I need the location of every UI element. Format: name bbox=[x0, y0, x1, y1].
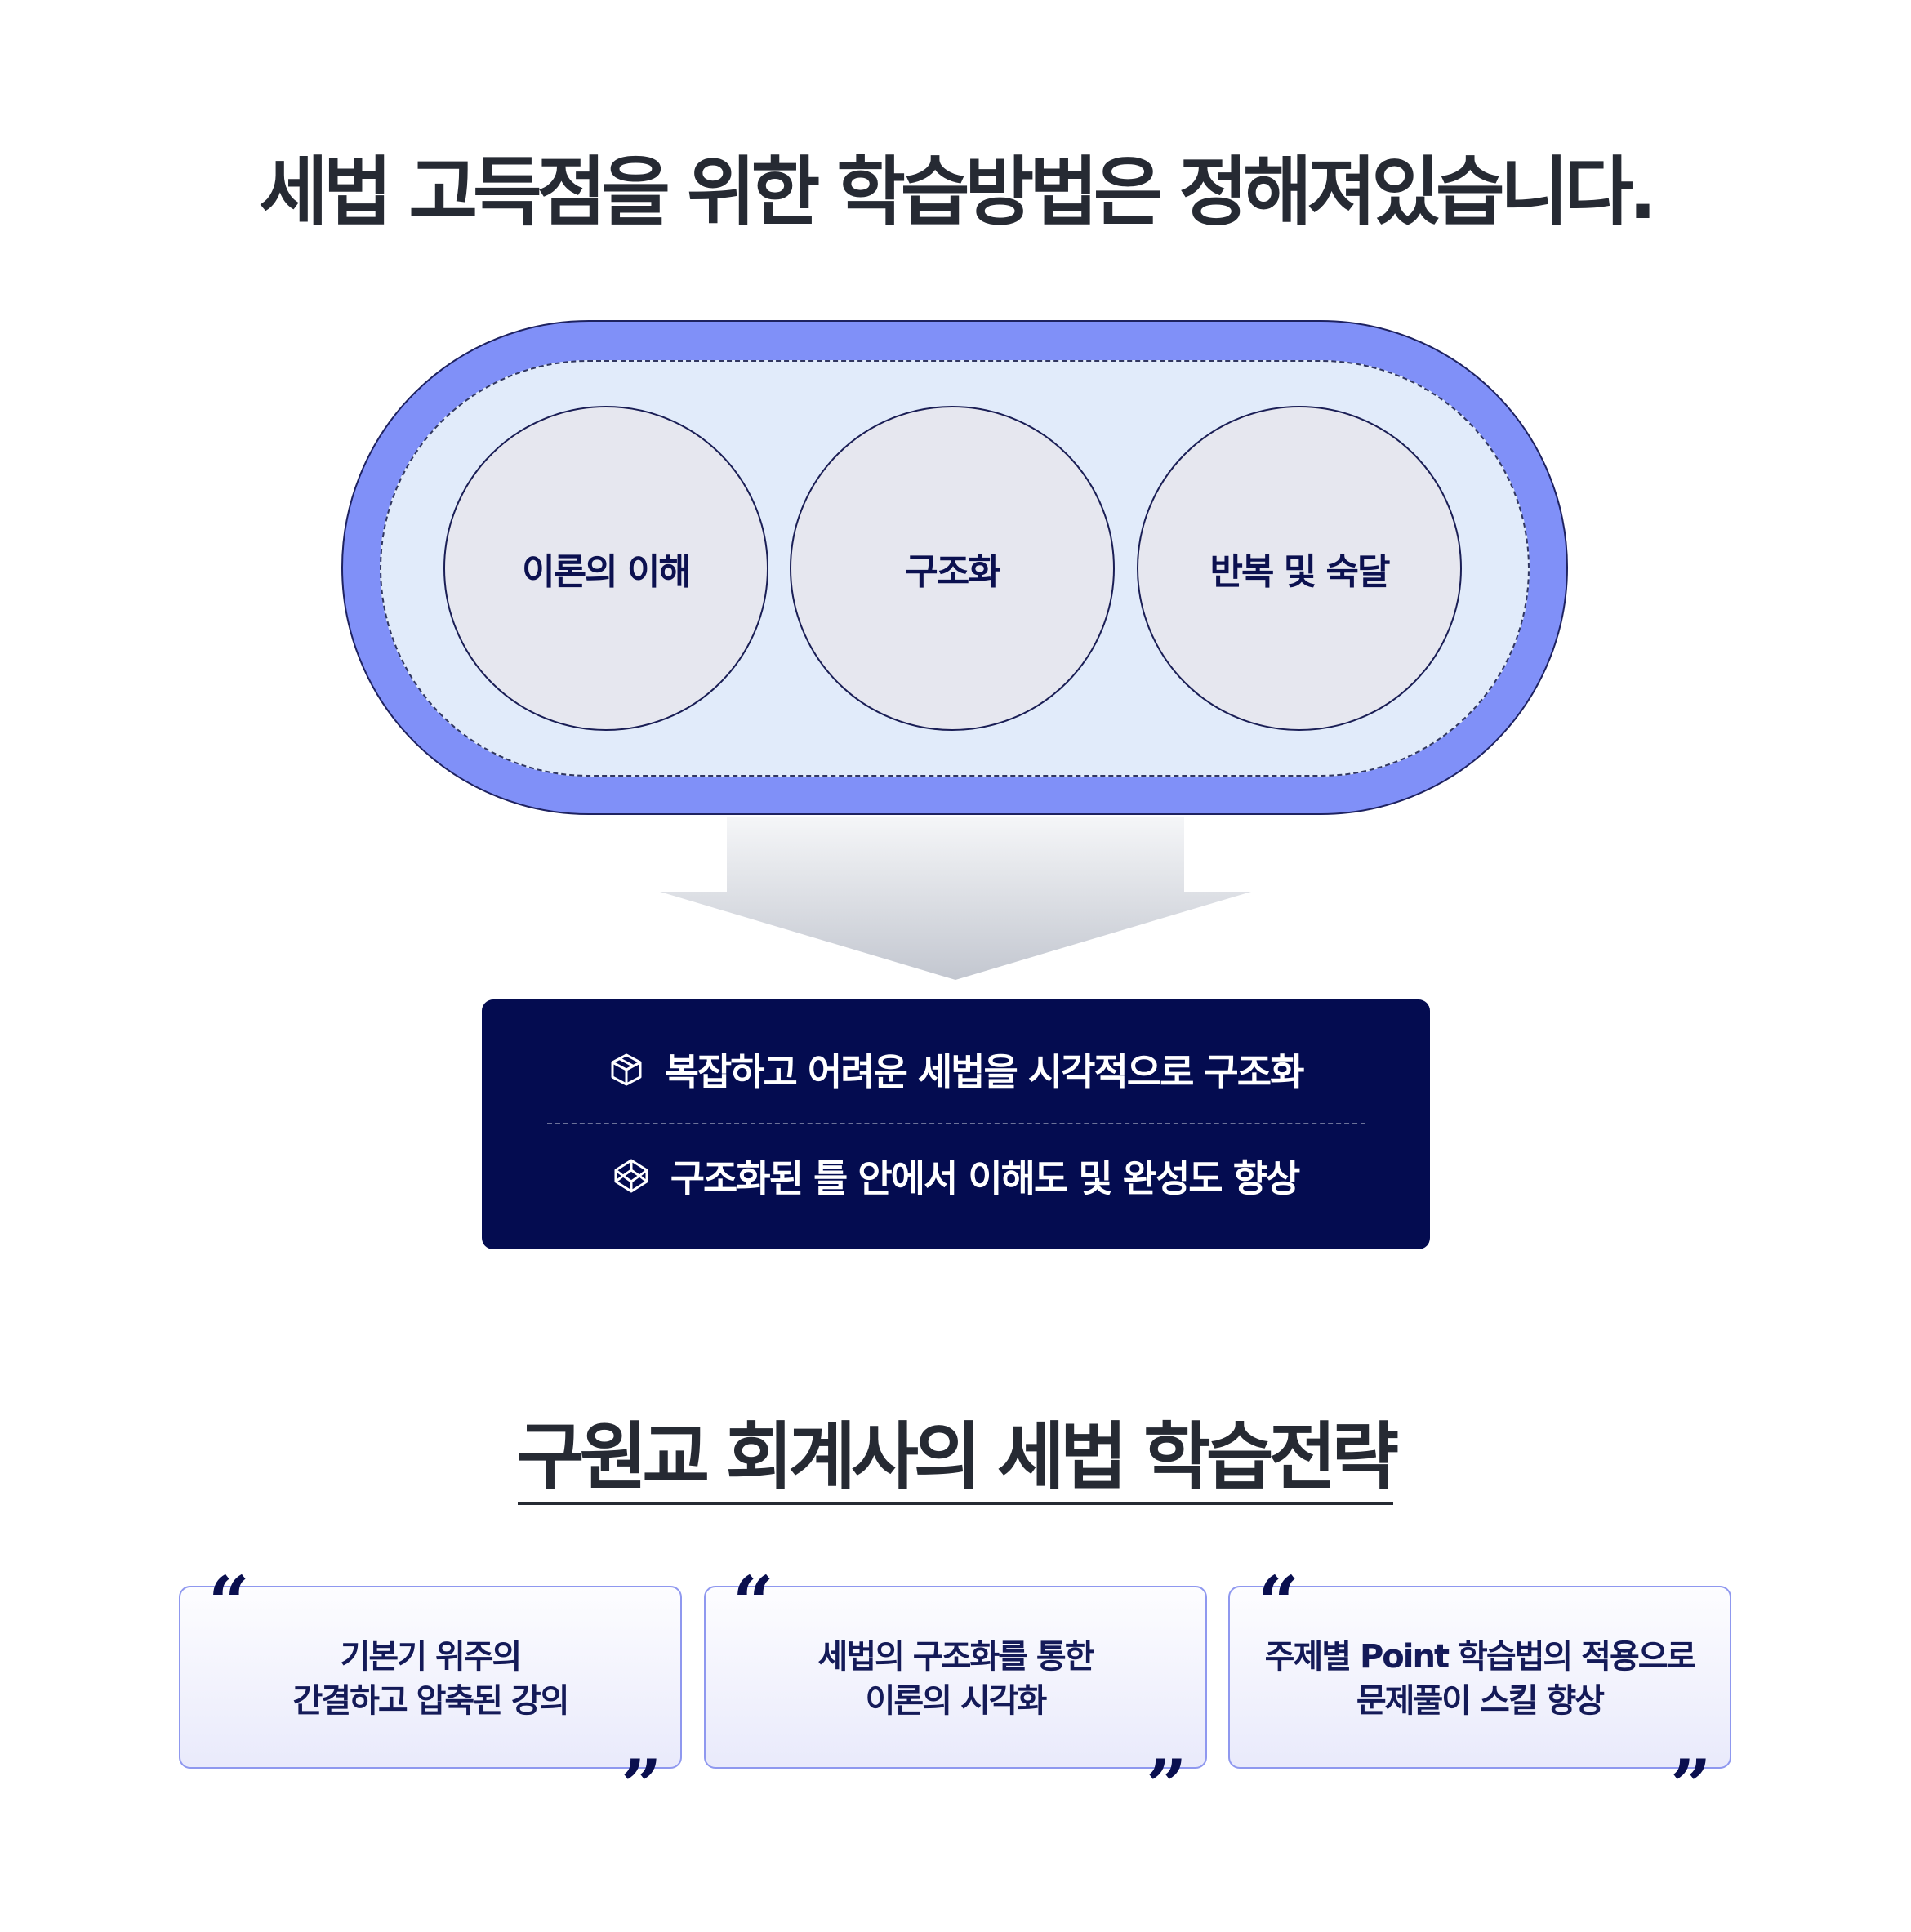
summary-text: 복잡하고 어려운 세법을 시각적으로 구조화 bbox=[664, 1050, 1305, 1094]
open-quote-icon: “ bbox=[1258, 1566, 1299, 1607]
card-line: 기본기 위주의 bbox=[340, 1638, 523, 1676]
method-circle-structure: 구조화 bbox=[790, 406, 1115, 731]
open-quote-icon: “ bbox=[208, 1566, 250, 1607]
strategy-underline bbox=[518, 1502, 1393, 1505]
card-line: 간결하고 압축된 강의 bbox=[292, 1682, 569, 1720]
summary-box bbox=[482, 999, 1430, 1249]
method-label: 이론의 이해 bbox=[522, 551, 692, 593]
method-label: 구조화 bbox=[905, 551, 1000, 593]
open-quote-icon: “ bbox=[733, 1566, 774, 1607]
method-label: 반복 및 숙달 bbox=[1209, 551, 1390, 593]
strategy-title: 구원교 회계사의 세법 학습전략 bbox=[516, 1414, 1399, 1500]
summary-item: 구조화된 틀 안에서 이해도 및 완성도 향상 bbox=[482, 1147, 1430, 1204]
card-line: 주제별 Point 학습법의 적용으로 bbox=[1264, 1638, 1697, 1676]
cube-icon bbox=[611, 1053, 642, 1086]
strategy-card-structure: 세법의 구조화를 통한 이론의 시각화 bbox=[704, 1586, 1207, 1769]
close-quote-icon: ” bbox=[1670, 1750, 1712, 1791]
down-arrow-icon bbox=[660, 817, 1251, 980]
codepen-icon bbox=[614, 1159, 648, 1193]
strategy-card-lecture: 기본기 위주의 간결하고 압축된 강의 bbox=[179, 1586, 682, 1769]
summary-divider bbox=[547, 1123, 1365, 1124]
close-quote-icon: ” bbox=[621, 1750, 662, 1791]
card-line: 세법의 구조화를 통한 bbox=[817, 1638, 1094, 1676]
card-line: 이론의 시각화 bbox=[865, 1682, 1048, 1720]
method-circle-theory: 이론의 이해 bbox=[443, 406, 768, 731]
method-circle-repetition: 반복 및 숙달 bbox=[1137, 406, 1462, 731]
summary-text: 구조화된 틀 안에서 이해도 및 완성도 향상 bbox=[670, 1156, 1301, 1200]
summary-item: 복잡하고 어려운 세법을 시각적으로 구조화 bbox=[482, 1041, 1430, 1098]
card-line: 문제풀이 스킬 향상 bbox=[1356, 1682, 1605, 1720]
close-quote-icon: ” bbox=[1146, 1750, 1187, 1791]
page-title: 세법 고득점을 위한 학습방법은 정해져있습니다. bbox=[259, 149, 1657, 236]
strategy-card-point: 주제별 Point 학습법의 적용으로 문제풀이 스킬 향상 bbox=[1228, 1586, 1731, 1769]
